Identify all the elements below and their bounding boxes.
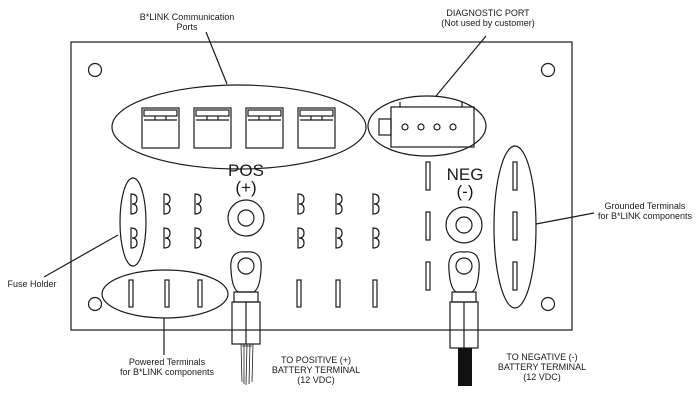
mounting-hole (87, 62, 103, 78)
grounded-terminals-highlight (493, 145, 537, 309)
grounded-label-line: for B*LINK components (597, 211, 693, 221)
comm-port (297, 107, 336, 149)
comm-port (245, 107, 284, 149)
comm-ports-label-line: B*LINK Communication (139, 12, 235, 22)
powered-terminals (128, 279, 378, 308)
fuse-holder (130, 193, 138, 249)
comm-ports-leader (205, 31, 228, 85)
center-terminals (425, 161, 431, 291)
grounded-terminals (512, 161, 518, 291)
diagnostic-port-label-line: DIAGNOSTIC PORT (446, 8, 530, 18)
pos-label-text: POS (228, 161, 264, 180)
pos-sign-text: (+) (235, 178, 257, 197)
to-negative-label-line: TO NEGATIVE (-) (506, 352, 578, 362)
to-positive-label-line: (12 VDC) (297, 375, 335, 385)
diagnostic-port-label: DIAGNOSTIC PORT (Not used by customer) (408, 8, 568, 28)
comm-port (141, 107, 180, 149)
mounting-hole (540, 296, 556, 312)
diagnostic-port (378, 102, 475, 148)
fuse-clip-group (163, 193, 380, 249)
circuit-board (70, 41, 573, 331)
fuse-holder-label: Fuse Holder (0, 279, 64, 289)
diagnostic-port-label-line: (Not used by customer) (441, 18, 535, 28)
powered-label-line: for B*LINK components (119, 367, 215, 377)
neg-sign-text: (-) (456, 182, 474, 201)
grounded-label-line: Grounded Terminals (604, 201, 686, 211)
communication-ports (141, 107, 336, 149)
grounded-terminals-label: Grounded Terminals for B*LINK components (592, 201, 698, 221)
powered-terminals-highlight (101, 269, 229, 319)
neg-label: NEG (-) (440, 166, 490, 200)
diagnostic-port-leader (435, 35, 487, 97)
negative-wire-strands (458, 348, 472, 386)
comm-ports-highlight (111, 84, 367, 170)
to-negative-label-line: (12 VDC) (523, 372, 561, 382)
pos-label: POS (+) (221, 162, 271, 196)
powered-terminals-label: Powered Terminals for B*LINK components (92, 357, 242, 377)
to-positive-label: TO POSITIVE (+) BATTERY TERMINAL (12 VDC… (256, 355, 376, 385)
comm-port (193, 107, 232, 149)
negative-battery-cable (445, 206, 483, 349)
comm-ports-label-line: Ports (176, 22, 198, 32)
positive-battery-cable (227, 199, 265, 386)
powered-label-line: Powered Terminals (128, 357, 206, 367)
to-negative-label-line: BATTERY TERMINAL (497, 362, 587, 372)
fuse-holder-label-text: Fuse Holder (7, 279, 57, 289)
to-negative-label: TO NEGATIVE (-) BATTERY TERMINAL (12 VDC… (480, 352, 604, 382)
mounting-hole (540, 62, 556, 78)
to-positive-label-line: BATTERY TERMINAL (271, 365, 361, 375)
mounting-hole (87, 296, 103, 312)
neg-label-text: NEG (446, 165, 484, 184)
fuse-holder-highlight (119, 177, 147, 267)
to-positive-label-line: TO POSITIVE (+) (280, 355, 352, 365)
comm-ports-label: B*LINK Communication Ports (112, 12, 262, 32)
grounded-leader (535, 212, 595, 225)
diagnostic-port-highlight (367, 95, 487, 157)
fuse-holder-leader (43, 234, 119, 278)
